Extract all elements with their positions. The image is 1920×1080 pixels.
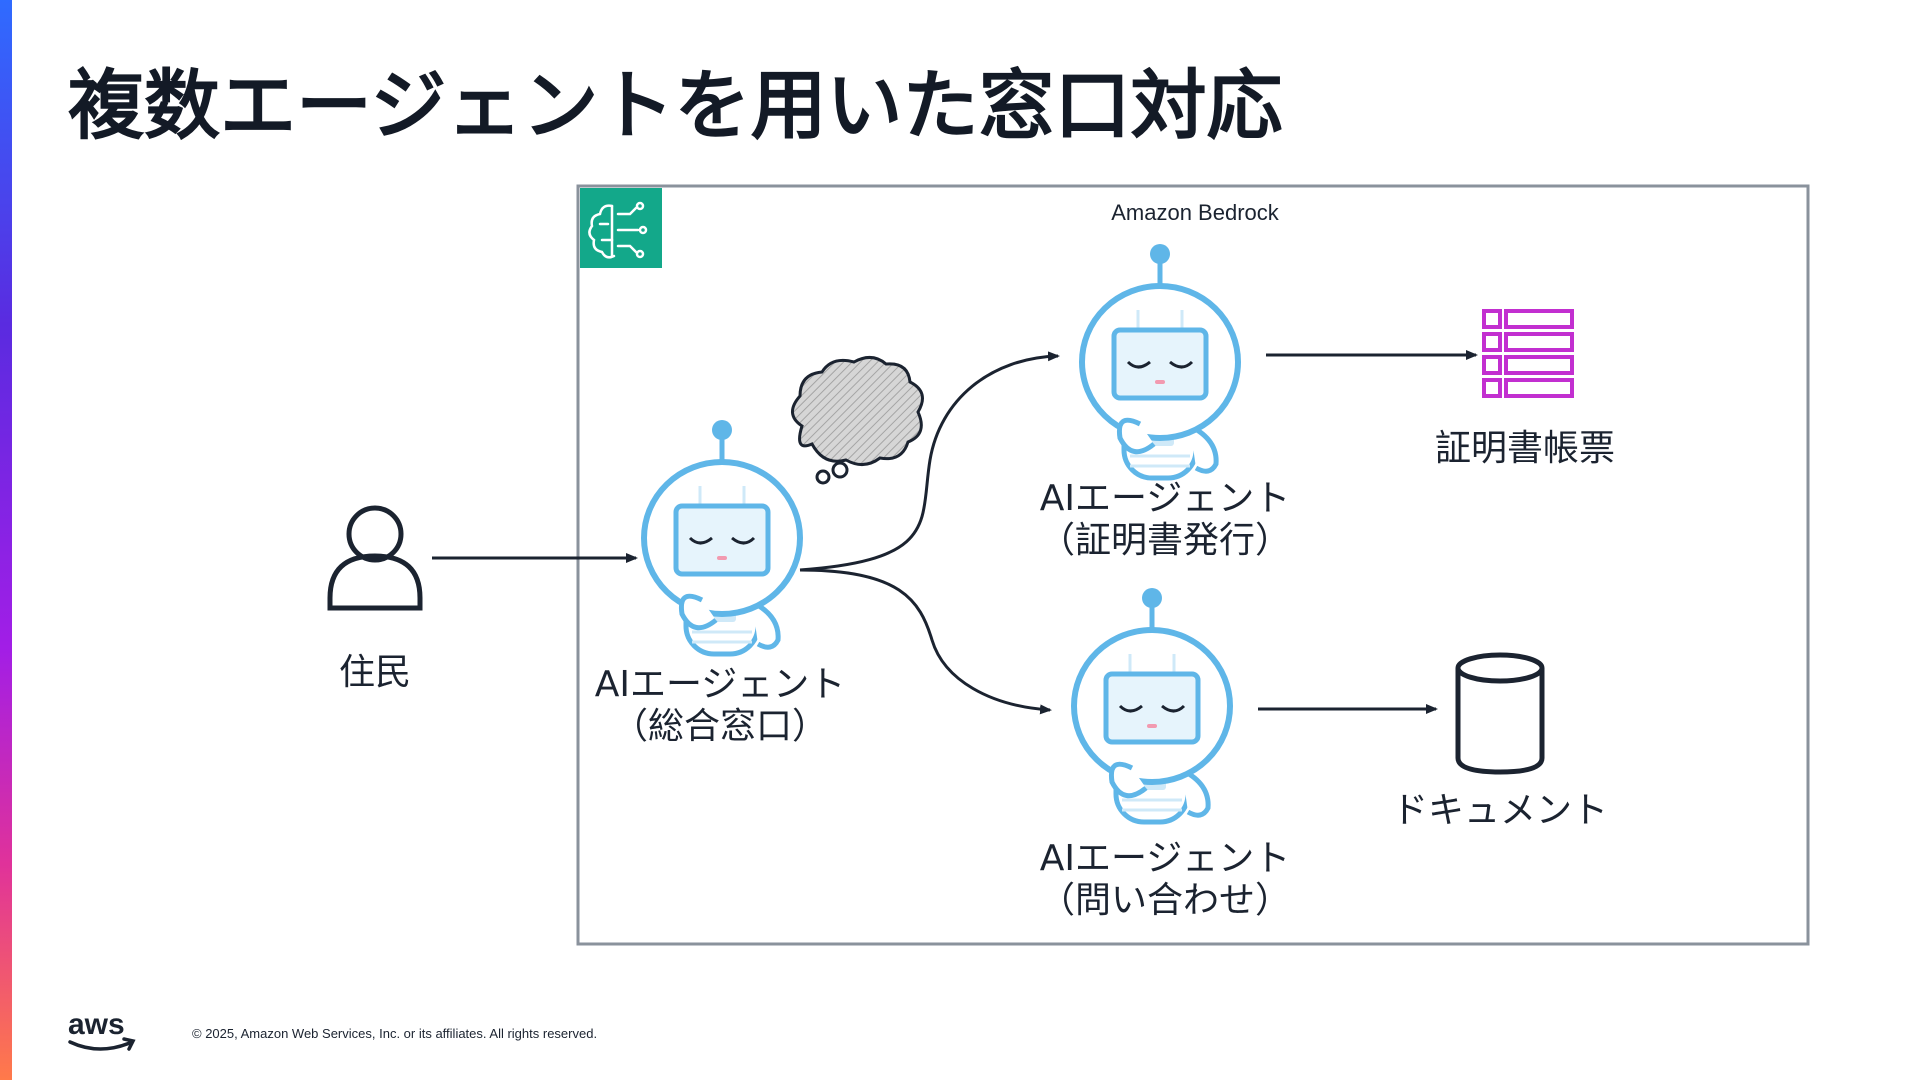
resident-person-icon	[327, 505, 423, 611]
arrow-main-to-certificate-agent	[799, 351, 1060, 572]
page-title: 複数エージェントを用いた窓口対応	[68, 61, 1283, 150]
accent-bar	[0, 0, 12, 1080]
thought-cloud	[791, 356, 924, 485]
main-agent-label-line2: （総合窓口）	[611, 706, 828, 747]
document-database-icon	[1455, 652, 1545, 775]
resident-label: 住民	[338, 652, 411, 693]
footer-copyright: © 2025, Amazon Web Services, Inc. or its…	[192, 1026, 598, 1041]
inquiry-agent-label-line1: AIエージェント	[1039, 838, 1291, 879]
bedrock-brain-icon	[580, 188, 662, 268]
robot-main-agent	[644, 420, 800, 654]
certificate-agent-label-line2: （証明書発行）	[1038, 520, 1291, 561]
certificate-table-icon	[1482, 309, 1574, 398]
inquiry-agent-label-line2: （問い合わせ）	[1038, 880, 1291, 921]
robot-inquiry-agent	[1074, 588, 1230, 822]
main-agent-label: AIエージェント （総合窓口）	[570, 664, 870, 748]
certificate-agent-label: AIエージェント （証明書発行）	[1010, 478, 1320, 562]
bedrock-container	[576, 184, 1810, 946]
robot-certificate-agent	[1082, 244, 1238, 478]
main-agent-label-line1: AIエージェント	[594, 664, 846, 705]
document-label: ドキュメント	[1391, 790, 1608, 831]
aws-logo: aws	[68, 1008, 136, 1051]
inquiry-agent-label: AIエージェント （問い合わせ）	[1010, 838, 1320, 922]
certificate-form-label: 証明書帳票	[1434, 428, 1615, 469]
aws-logo-text: aws	[68, 1008, 125, 1041]
certificate-agent-label-line1: AIエージェント	[1039, 478, 1291, 519]
arrow-main-to-inquiry-agent	[799, 568, 1052, 715]
bedrock-container-label: Amazon Bedrock	[1111, 200, 1279, 225]
